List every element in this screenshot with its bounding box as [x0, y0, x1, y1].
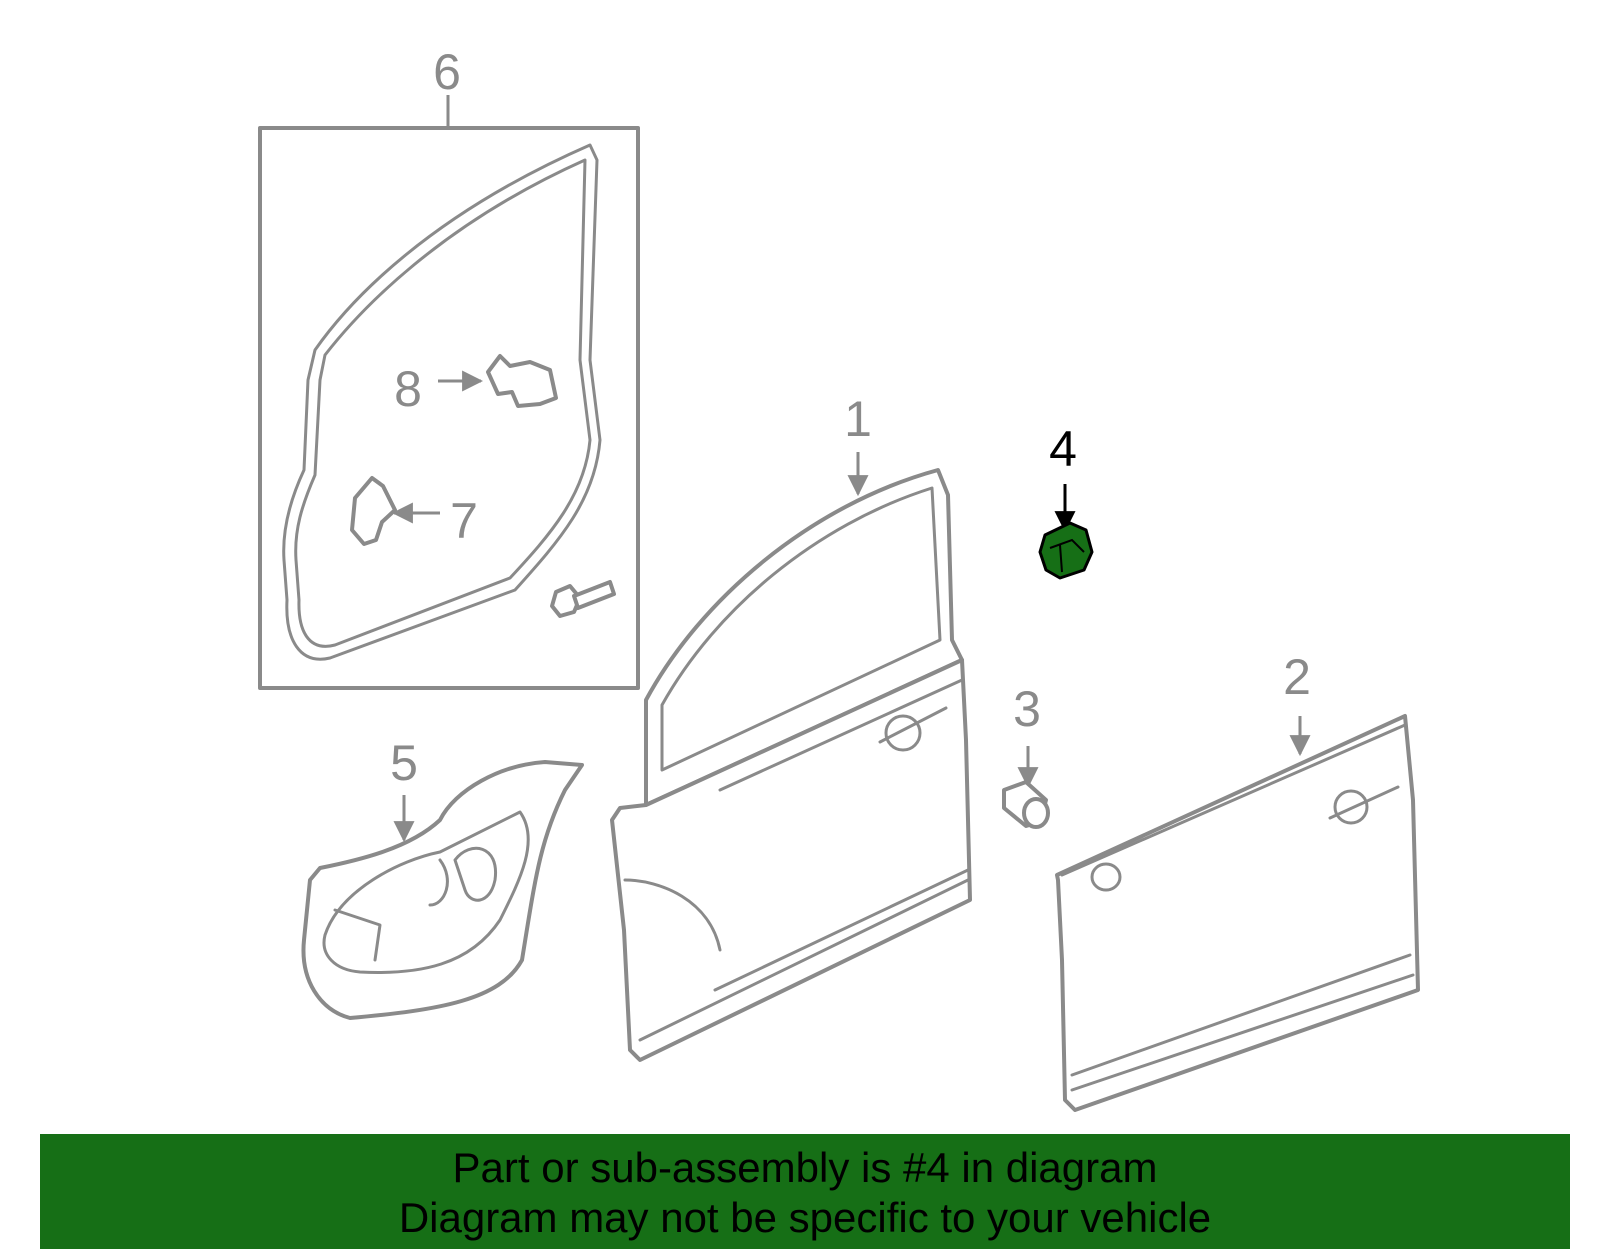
callout-7: 7: [450, 493, 478, 549]
weatherstrip-seal: [282, 143, 602, 661]
part-2-door-skin-group[interactable]: [1055, 714, 1420, 1112]
banner-line-1: Part or sub-assembly is #4 in diagram: [452, 1144, 1158, 1191]
callout-8: 8: [394, 361, 422, 417]
callout-3: 3: [1013, 681, 1041, 737]
door-panel: [610, 658, 972, 1062]
callout-1: 1: [844, 391, 872, 447]
door-frame: [644, 468, 964, 807]
clip-8-icon: [486, 354, 558, 408]
callout-2: 2: [1283, 649, 1311, 705]
part-4-highlighted-group[interactable]: [1038, 484, 1094, 580]
part-5-panel-group[interactable]: [301, 760, 584, 1020]
weatherstrip-seal-inner: [294, 158, 592, 648]
info-banner: Part or sub-assembly is #4 in diagram Di…: [40, 1134, 1570, 1249]
callout-5: 5: [390, 735, 418, 791]
part-6-weatherstrip-group[interactable]: [258, 95, 640, 690]
callout-4: 4: [1049, 421, 1077, 477]
banner-line-2: Diagram may not be specific to your vehi…: [398, 1194, 1212, 1241]
clip-7-icon: [350, 476, 397, 546]
callout-6: 6: [433, 44, 461, 100]
part-4-grommet-icon[interactable]: [1038, 521, 1094, 580]
bolt-icon: [550, 580, 616, 618]
part-1-door-shell-group[interactable]: [610, 452, 972, 1062]
door-skin: [1055, 714, 1420, 1112]
inner-panel: [301, 760, 584, 1020]
part-3-plug-group[interactable]: [1002, 746, 1050, 829]
